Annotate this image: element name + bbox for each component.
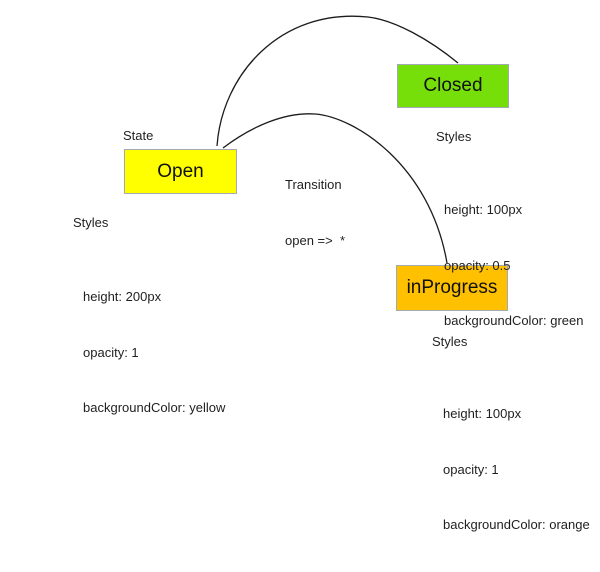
style-line: backgroundColor: yellow: [83, 400, 226, 415]
state-diagram: State Open Closed inProgress Transition …: [73, 15, 590, 532]
style-line: opacity: 1: [443, 461, 499, 477]
style-line: backgroundColor: green: [444, 313, 584, 328]
styles-block-inprogress-lines: height: 100px opacity: 1 backgroundColor…: [443, 368, 590, 572]
styles-block-closed-title: Styles: [436, 129, 472, 144]
styles-block-inprogress-title: Styles: [432, 334, 468, 349]
transition-curves: [216, 15, 459, 264]
style-line: backgroundColor: orange: [443, 517, 590, 532]
styles-block-closed-lines: height: 100px opacity: 0.5 backgroundCol…: [444, 164, 583, 368]
node-open: Open: [124, 149, 237, 194]
node-closed: Closed: [397, 64, 509, 108]
style-line: height: 200px: [83, 289, 162, 304]
transition-label-line1: Transition: [285, 177, 342, 192]
transition-label: Transition open => *: [285, 139, 345, 287]
state-label: State: [123, 128, 154, 143]
curve-open-to-closed: [216, 15, 459, 147]
style-line: height: 100px: [443, 406, 522, 421]
node-open-label: Open: [157, 160, 204, 182]
transition-label-line2: open => *: [285, 232, 345, 248]
node-inprogress: inProgress: [396, 265, 508, 311]
node-inprogress-label: inProgress: [406, 277, 498, 298]
style-line: height: 100px: [444, 202, 523, 217]
styles-block-open-lines: height: 200px opacity: 1 backgroundColor…: [83, 251, 225, 455]
node-closed-label: Closed: [423, 75, 483, 96]
curve-open-to-inprogress: [222, 113, 448, 264]
style-line: opacity: 1: [83, 344, 139, 360]
styles-block-open-title: Styles: [73, 215, 109, 230]
style-line: opacity: 0.5: [444, 257, 511, 273]
